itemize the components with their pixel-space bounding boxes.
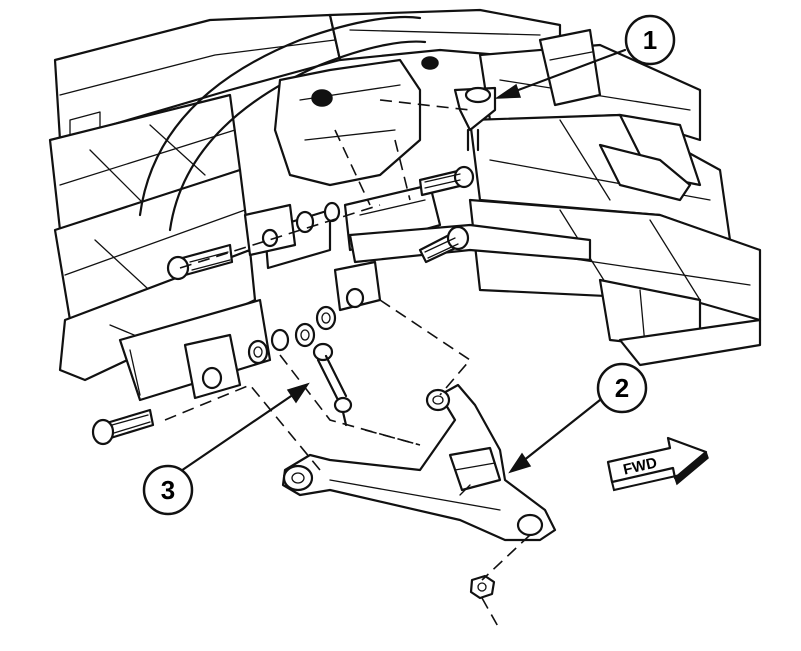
callout-2: 2: [596, 362, 648, 414]
callout-3: 3: [142, 464, 194, 516]
callout-1: 1: [624, 14, 676, 66]
callout-arrows: [173, 48, 627, 477]
lower-control-arm: [281, 383, 557, 542]
vehicle-frame: [48, 8, 762, 402]
callout-3-label: 3: [161, 475, 175, 505]
ball-joint-assembly: [311, 56, 497, 152]
assembly-guide-lines: [164, 129, 531, 631]
hardware: [91, 165, 496, 600]
forward-direction-arrow: FWD: [606, 436, 709, 492]
stabilizer-link: [312, 342, 353, 427]
callout-2-label: 2: [615, 373, 629, 403]
callout-1-label: 1: [643, 25, 657, 55]
